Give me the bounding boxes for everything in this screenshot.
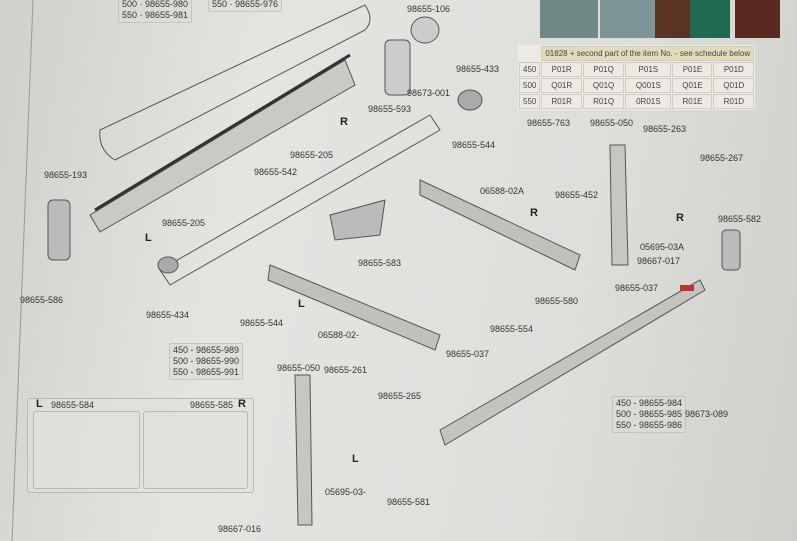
gear-cap	[457, 89, 483, 111]
side-marker: L	[145, 232, 152, 244]
label-763: 98655-763	[527, 118, 571, 128]
table-cell: Q001S	[625, 78, 672, 93]
bracket-583	[329, 199, 386, 241]
table-cell: Q01E	[672, 78, 713, 93]
table-cell: R01D	[713, 94, 755, 109]
table-cell: 450	[519, 62, 541, 77]
swatch	[600, 0, 658, 38]
table-cell: P01D	[713, 62, 755, 77]
label-593: 98655-593	[368, 104, 412, 114]
swatch	[690, 0, 730, 38]
table-cell	[519, 46, 540, 61]
side-marker: R	[676, 212, 684, 224]
label-582: 98655-582	[718, 214, 762, 224]
table-cell: R01E	[672, 94, 713, 109]
label-580: 98655-580	[535, 296, 579, 306]
label-037a: 98655-037	[615, 283, 659, 293]
table-cell: P01R	[541, 62, 582, 77]
awning-case	[89, 59, 356, 233]
table-cell: P01S	[625, 62, 672, 77]
label-554: 98655-554	[490, 324, 534, 334]
end-cap-left	[47, 199, 71, 261]
label-267: 98655-267	[700, 153, 744, 163]
label-583: 98655-583	[358, 258, 402, 268]
crank-head	[410, 16, 440, 44]
side-marker: L	[352, 453, 359, 465]
table-cell: Q01D	[713, 78, 755, 93]
label-03: 05695-03-	[325, 487, 367, 497]
label-544a: 98655-544	[452, 140, 496, 150]
label-001: 98673-001	[407, 88, 451, 98]
brand-logo	[680, 285, 694, 291]
label-205b: 98655-205	[162, 218, 206, 228]
label-037b: 98655-037	[446, 349, 490, 359]
leg-right	[609, 144, 629, 266]
label-581: 98655-581	[387, 497, 431, 507]
label-542: 98655-542	[254, 167, 298, 177]
table-cell: R01Q	[582, 94, 625, 109]
side-marker: R	[340, 116, 348, 128]
bracket	[384, 39, 411, 96]
label-544b: 98655-544	[240, 318, 284, 328]
end-plate-box	[27, 398, 254, 493]
table-cell: P01Q	[582, 62, 625, 77]
label-193: 98655-193	[44, 170, 88, 180]
label-586: 98655-586	[20, 295, 64, 305]
arm-right	[419, 179, 581, 271]
label-585: 98655-585	[190, 400, 234, 410]
leg-left	[294, 374, 313, 526]
table-cell: 500	[519, 78, 541, 93]
table-cell: Q01R	[541, 78, 582, 93]
arm-left	[267, 264, 441, 351]
end-cap-right	[721, 229, 741, 271]
label-205a: 98655-205	[290, 150, 334, 160]
side-marker: L	[36, 398, 43, 410]
label-016: 98667-016	[218, 524, 262, 534]
front-profile	[439, 279, 706, 446]
label-265: 98655-265	[378, 391, 422, 401]
side-marker: R	[530, 207, 538, 219]
label-02a: 06588-02A	[480, 186, 525, 196]
kit-left	[33, 411, 140, 489]
front-cover	[99, 4, 371, 161]
label-452: 98655-452	[555, 190, 599, 200]
table-cell: 0R01S	[625, 94, 672, 109]
label-263: 98655-263	[643, 124, 687, 134]
label-584: 98655-584	[51, 400, 95, 410]
swatch	[540, 0, 598, 38]
label-089: 98673-089	[685, 409, 729, 419]
label-050b: 98655-050	[277, 363, 321, 373]
label-106: 98655-106	[407, 4, 451, 14]
label-976: 550 · 98655-976	[208, 0, 283, 12]
schedule-header: 01828 + second part of the item No. - se…	[541, 46, 755, 61]
side-marker: R	[238, 398, 246, 410]
label-03a: 05695-03A	[640, 242, 685, 252]
roller-tube	[159, 114, 441, 286]
schedule-table: 01828 + second part of the item No. - se…	[518, 45, 756, 110]
side-marker: L	[298, 298, 305, 310]
swatch	[735, 0, 780, 38]
label-050a: 98655-050	[590, 118, 634, 128]
label-017: 98667-017	[637, 256, 681, 266]
table-cell: R01R	[541, 94, 582, 109]
label-433: 98655-433	[456, 64, 500, 74]
table-cell: 550	[519, 94, 541, 109]
spring-cap	[157, 256, 179, 274]
table-cell: Q01Q	[582, 78, 625, 93]
kit-right	[143, 411, 248, 489]
label-261: 98655-261	[324, 365, 368, 375]
table-cell: P01E	[672, 62, 713, 77]
label-02: 06588-02-	[318, 330, 360, 340]
label-434: 98655-434	[146, 310, 190, 320]
